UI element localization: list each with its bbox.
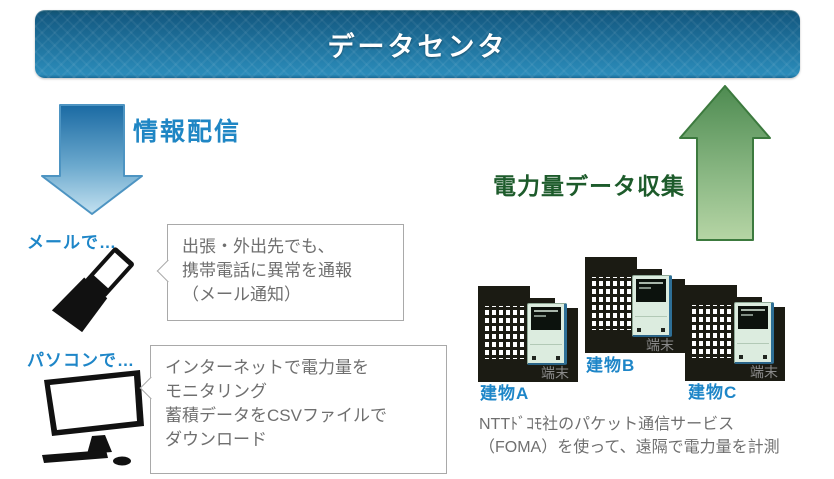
datacenter-title: データセンタ bbox=[327, 31, 508, 62]
flip-phone-icon bbox=[51, 247, 134, 333]
terminal-label-b: 端末 bbox=[646, 337, 674, 353]
pc-bubble-line: インターネットで電力量を bbox=[165, 358, 369, 377]
info-delivery-label: 情報配信 bbox=[133, 118, 242, 146]
pc-bubble-line: 蓄積データをCSVファイルで bbox=[165, 406, 387, 425]
mail-bubble: 出張・外出先でも、 携帯電話に異常を通報 （メール通知） bbox=[156, 224, 404, 321]
building-b-label: 建物B bbox=[586, 356, 636, 375]
terminal-label-c: 端末 bbox=[750, 364, 778, 380]
terminal-screen bbox=[738, 306, 768, 329]
terminal-label-a: 端末 bbox=[541, 365, 569, 381]
pc-label: パソコンで… bbox=[27, 351, 135, 370]
mail-label: メールで… bbox=[27, 233, 117, 252]
mail-bubble-line: 出張・外出先でも、 bbox=[182, 237, 335, 256]
terminal-device-c bbox=[734, 302, 774, 364]
terminal-device-a bbox=[527, 303, 567, 365]
terminal-device-b bbox=[632, 275, 672, 337]
mail-bubble-tail bbox=[156, 259, 179, 283]
footnote-line: （FOMA）を使って、遠隔で電力量を計測 bbox=[479, 439, 780, 456]
mail-bubble-line: （メール通知） bbox=[182, 285, 301, 304]
footnote-line: NTTﾄﾞｺﾓ社のパケット通信サービス bbox=[479, 416, 735, 433]
desktop-monitor-icon bbox=[42, 370, 144, 466]
building-c-label: 建物C bbox=[688, 383, 738, 402]
down-arrow-icon bbox=[41, 104, 143, 215]
pc-bubble-line: ダウンロード bbox=[165, 430, 267, 449]
datacenter-header: データセンタ bbox=[35, 10, 800, 78]
up-arrow-icon bbox=[679, 85, 771, 241]
building-a-label: 建物A bbox=[480, 384, 530, 403]
power-data-collect-label: 電力量データ収集 bbox=[493, 173, 685, 199]
mail-bubble-line: 携帯電話に異常を通報 bbox=[182, 261, 352, 280]
pc-bubble-line: モニタリング bbox=[165, 382, 267, 401]
foma-footnote: NTTﾄﾞｺﾓ社のパケット通信サービス （FOMA）を使って、遠隔で電力量を計測 bbox=[479, 413, 780, 459]
pc-bubble: インターネットで電力量を モニタリング 蓄積データをCSVファイルで ダウンロー… bbox=[139, 345, 447, 474]
terminal-screen bbox=[531, 307, 561, 330]
terminal-screen bbox=[636, 279, 666, 302]
